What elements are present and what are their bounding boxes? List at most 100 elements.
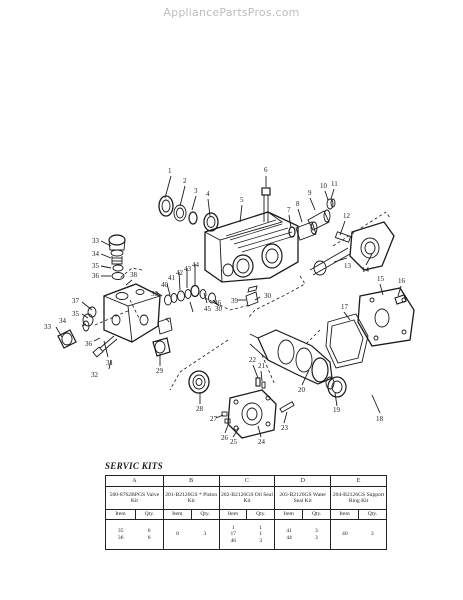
callout-14: 14: [362, 266, 370, 274]
kit-e-qtys: 3: [358, 519, 387, 550]
callout-46: 46: [214, 299, 222, 307]
callout-7: 7: [287, 206, 291, 214]
kit-d-item: 44: [286, 534, 292, 541]
callout-20: 20: [298, 386, 306, 394]
kit-d-qty-header: Qty.: [302, 509, 332, 520]
kit-a-qty: 6: [147, 528, 151, 535]
callout-17: 17: [341, 303, 349, 311]
kit-b-items: 8: [162, 519, 192, 550]
callout-12: 12: [343, 212, 351, 220]
callout-35-b: 35: [72, 310, 80, 318]
kit-e-items: 40: [330, 519, 359, 550]
kit-c-item: 46: [230, 537, 237, 544]
service-kits-table: A B C D E 500-8762BPGS Valve Kit 201-B21…: [105, 475, 387, 550]
callout-36-b: 36: [85, 340, 93, 348]
kit-name-b: 201-B2126GS * Piston Kit: [162, 486, 220, 510]
kit-a-item: 36: [117, 534, 124, 541]
callout-33-a: 33: [92, 237, 100, 245]
kit-b-item-header: Item: [162, 509, 192, 520]
kit-name-row: 500-8762BPGS Valve Kit 201-B2126GS * Pis…: [105, 486, 387, 510]
kit-letter-d: D: [274, 475, 332, 487]
callout-22: 22: [249, 356, 257, 364]
callout-45: 45: [204, 305, 212, 313]
kit-letter-e: E: [330, 475, 387, 487]
kit-d-qty: 3: [315, 534, 318, 541]
callout-26: 26: [221, 434, 229, 442]
callout-24: 24: [258, 438, 266, 446]
callout-19: 19: [333, 406, 341, 414]
kit-a-item: 35: [117, 528, 124, 535]
kit-c-item: 1: [231, 524, 235, 531]
kit-letter-b: B: [162, 475, 220, 487]
kit-a-item-header: Item: [105, 509, 136, 520]
callout-40: 40: [161, 281, 169, 289]
kit-d-item-header: Item: [274, 509, 304, 520]
callout-5: 5: [240, 196, 244, 204]
kit-letter-a: A: [105, 475, 164, 487]
callout-34-a: 34: [92, 250, 100, 258]
kit-a-qty: 6: [147, 534, 151, 541]
kit-e-qty-header: Qty.: [358, 509, 387, 520]
kit-c-qty: 1: [259, 524, 263, 531]
kit-c-qty: 1: [259, 531, 263, 538]
callout-33-b: 33: [44, 323, 52, 331]
callout-43: 43: [184, 265, 192, 273]
kit-b-qtys: 3: [191, 519, 220, 550]
callout-8: 8: [296, 200, 300, 208]
callout-39-b: 39: [231, 297, 239, 305]
callout-32: 32: [91, 371, 99, 379]
callout-31: 31: [106, 359, 114, 367]
watermark: AppliancePartsPros.com: [163, 6, 300, 19]
callout-41: 41: [168, 274, 176, 282]
kit-name-e: 204-B2126GS Support Ring Kit: [330, 486, 387, 510]
kit-c-item-header: Item: [218, 509, 248, 520]
callout-25: 25: [230, 438, 238, 446]
callout-6: 6: [264, 166, 268, 174]
callout-35-a: 35: [92, 262, 100, 270]
callout-36-a: 36: [92, 272, 100, 280]
kit-a-qty-header: Qty.: [134, 509, 164, 520]
callout-39-a: 39: [151, 290, 159, 298]
callout-42: 42: [176, 269, 184, 277]
kit-name-c: 202-B2126GS Oil Seal Kit: [218, 486, 276, 510]
kit-name-a: 500-8762BPGS Valve Kit: [105, 486, 164, 510]
kit-e-item-header: Item: [330, 509, 360, 520]
callout-23: 23: [281, 424, 289, 432]
kit-c-item: 17: [230, 531, 237, 538]
kit-name-d: 203-B2126GS Water Seal Kit: [274, 486, 332, 510]
callout-18: 18: [376, 415, 384, 423]
kit-letter-c: C: [218, 475, 276, 487]
callout-21: 21: [258, 362, 266, 370]
callout-30-b: 30: [264, 292, 272, 300]
kit-header-row: Item Qty. Item Qty. Item Qty. Item Qty. …: [105, 509, 387, 520]
callout-1: 1: [168, 167, 172, 175]
kit-d-qty: 3: [315, 528, 318, 535]
callout-34-b: 34: [59, 317, 67, 325]
callout-38: 38: [130, 271, 138, 279]
callout-3: 3: [194, 187, 198, 195]
callout-27: 27: [210, 415, 218, 423]
kit-b-qty: 3: [203, 531, 207, 538]
callout-30-a: 30: [215, 305, 223, 313]
callout-10: 10: [320, 182, 328, 190]
callout-16: 16: [398, 277, 406, 285]
callout-28: 28: [196, 405, 204, 413]
exploded-parts-diagram: 1 2 3 4 5 6 7 8 9 10 11 12 13 14 15 16 1…: [44, 166, 415, 446]
callout-37: 37: [72, 297, 80, 305]
kit-c-qty-header: Qty.: [246, 509, 276, 520]
callout-13: 13: [344, 262, 352, 270]
callout-15: 15: [377, 275, 385, 283]
kit-e-qty: 3: [370, 531, 374, 538]
callout-2: 2: [183, 177, 187, 185]
kit-c-qty: 3: [259, 537, 263, 544]
kit-d-item: 41: [286, 528, 292, 535]
callout-9: 9: [308, 189, 312, 197]
callout-44: 44: [192, 261, 200, 269]
